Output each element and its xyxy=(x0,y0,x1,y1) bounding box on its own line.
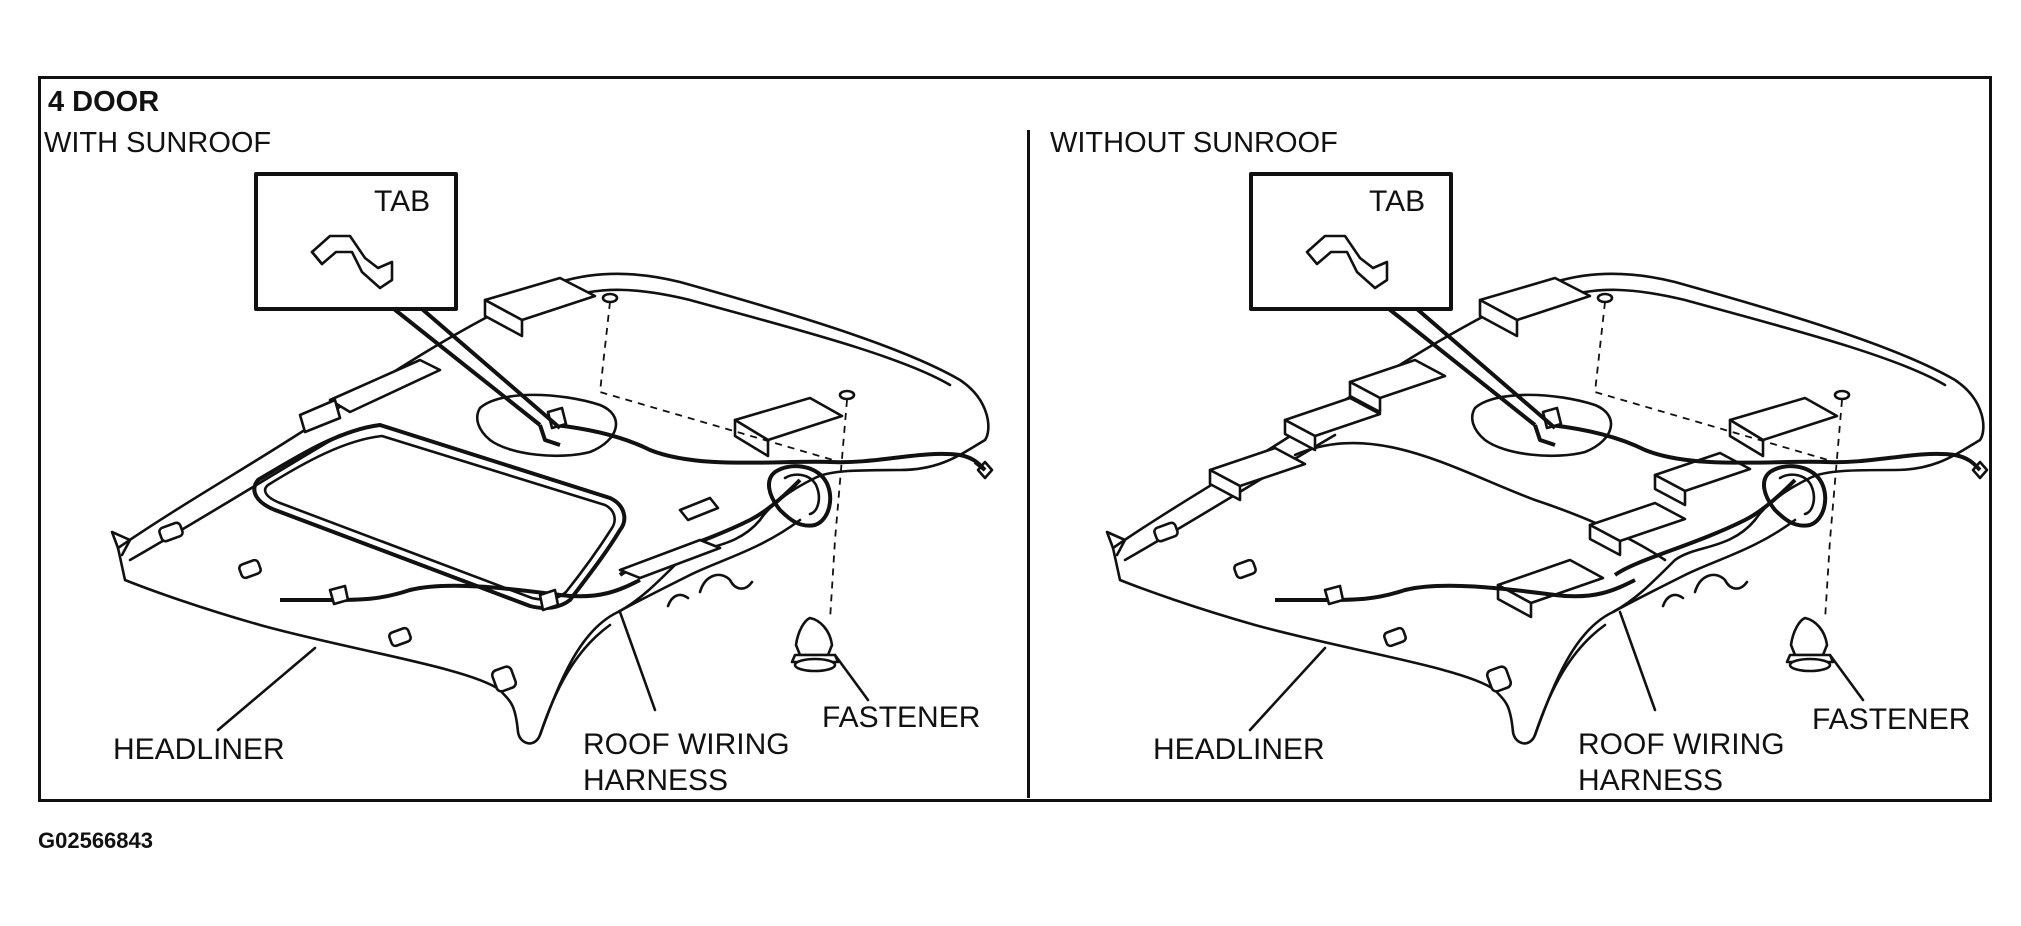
tab-label-left: TAB xyxy=(374,185,431,218)
assist-grip xyxy=(767,464,833,528)
panel-subtitle-without-sunroof: WITHOUT SUNROOF xyxy=(1050,127,1338,159)
dome-lamp-area xyxy=(476,393,618,458)
diagram-frame xyxy=(38,76,1992,802)
figure-code: G02566843 xyxy=(38,828,153,853)
roof-wiring-label-right-line1: ROOF WIRING xyxy=(1578,728,1785,761)
fastener-label-left: FASTENER xyxy=(822,701,981,734)
tab-inset xyxy=(254,172,458,311)
diagram-title: 4 DOOR xyxy=(48,86,160,118)
sunroof-opening xyxy=(252,423,627,610)
headliner-outline xyxy=(116,272,990,745)
tab-icon xyxy=(310,234,394,290)
fastener-label-right: FASTENER xyxy=(1812,703,1971,736)
roof-wiring-harness xyxy=(554,423,987,472)
roof-wiring-label-right-line2: HARNESS xyxy=(1578,764,1724,797)
headliner-with-sunroof xyxy=(110,172,994,745)
leader-roof-wiring xyxy=(618,610,657,712)
headliner-label-left: HEADLINER xyxy=(113,733,285,766)
headliner-label-right: HEADLINER xyxy=(1153,733,1325,766)
roof-wiring-label-left-line1: ROOF WIRING xyxy=(583,728,790,761)
leader-fastener xyxy=(833,653,870,702)
roof-wiring-label-left-line2: HARNESS xyxy=(583,764,729,797)
tab-label-right: TAB xyxy=(1369,185,1426,218)
panel-subtitle-with-sunroof: WITH SUNROOF xyxy=(44,127,272,159)
fastener-clip xyxy=(790,616,840,673)
leader-headliner xyxy=(216,646,317,732)
panel-divider xyxy=(1027,130,1030,798)
headliner-without-sunroof xyxy=(1105,172,1989,745)
